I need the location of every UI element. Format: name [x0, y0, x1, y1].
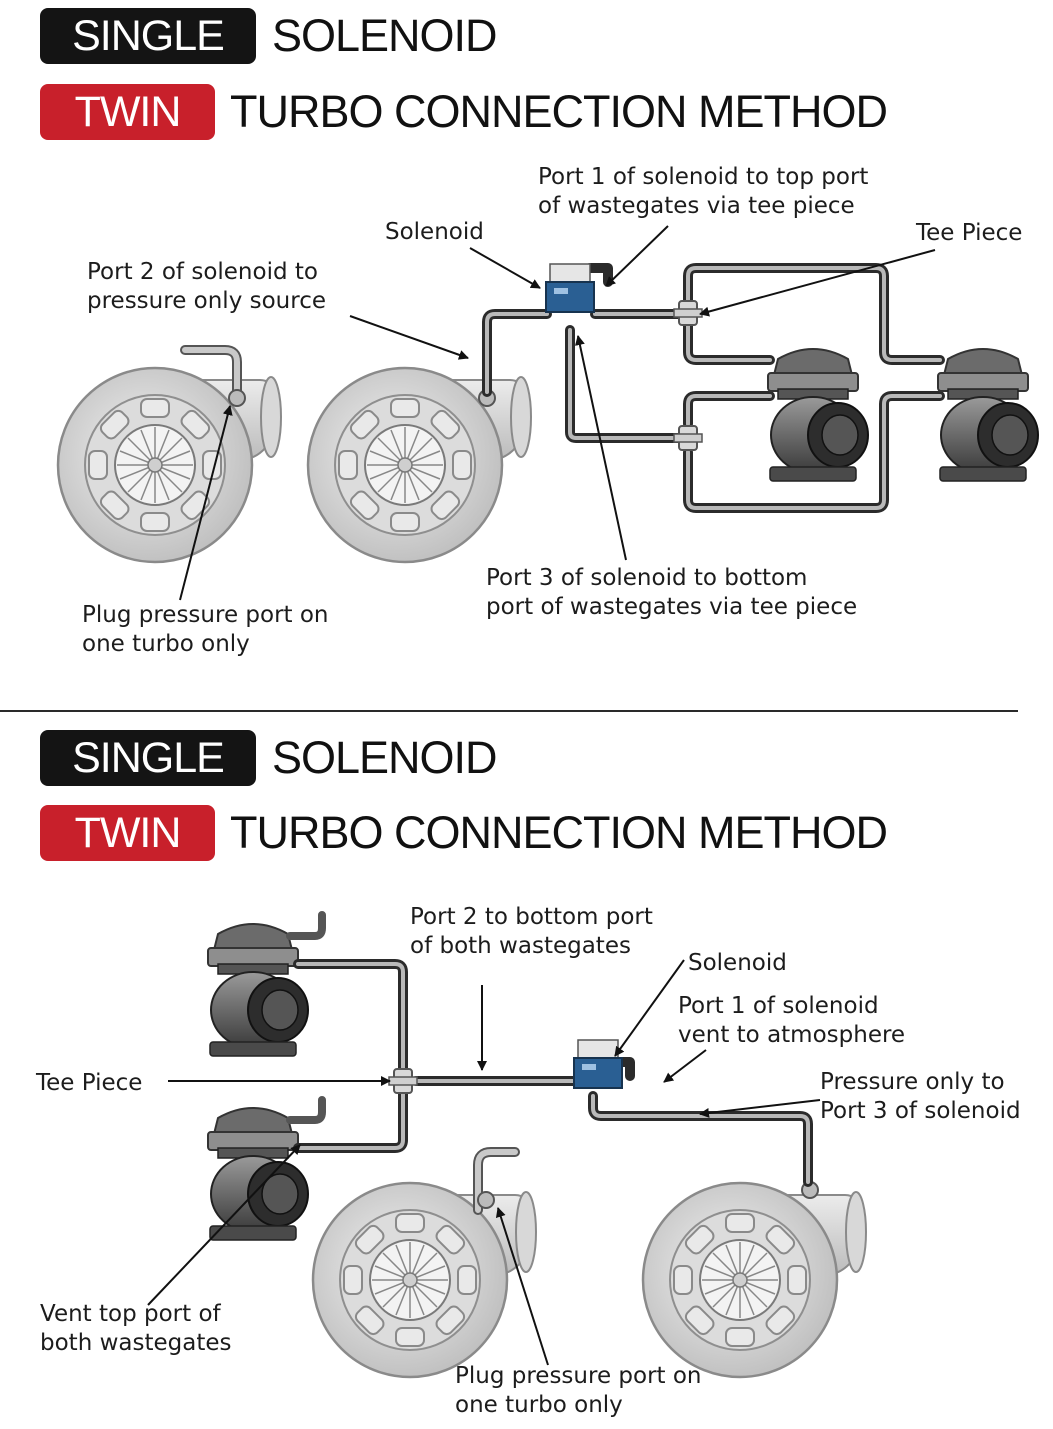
label-tee-piece: Tee Piece: [36, 1070, 143, 1096]
heading-solenoid: SOLENOID: [272, 10, 498, 61]
heading-turbo-connection-method: TURBO CONNECTION METHOD: [230, 86, 888, 137]
tee-piece-bottom: [673, 425, 703, 451]
wastegate-lower: [207, 1107, 309, 1241]
twin-badge: TWIN: [40, 84, 215, 140]
solenoid: [545, 263, 595, 313]
twin-badge: TWIN: [40, 805, 215, 861]
bottom-diagram: [147, 911, 868, 1379]
single-badge: SINGLE: [40, 730, 256, 786]
heading-solenoid: SOLENOID: [272, 732, 498, 783]
wastegate-left: [767, 348, 869, 482]
top-diagram: [56, 225, 1039, 601]
turbo-left: [311, 1181, 538, 1379]
section-divider: [0, 710, 1018, 712]
turbo-left: [56, 366, 283, 564]
turbo-right: [306, 366, 533, 564]
wastegate-upper: [207, 923, 309, 1057]
heading-turbo-connection-method: TURBO CONNECTION METHOD: [230, 807, 888, 858]
label-solenoid: Solenoid: [688, 950, 787, 976]
label-solenoid: Solenoid: [385, 219, 484, 245]
tee-piece-top: [673, 300, 703, 326]
single-badge: SINGLE: [40, 8, 256, 64]
turbo-right: [641, 1181, 868, 1379]
label-tee-piece: Tee Piece: [916, 220, 1023, 246]
tee-piece: [388, 1068, 418, 1094]
wastegate-right: [937, 348, 1039, 482]
solenoid: [573, 1039, 623, 1089]
